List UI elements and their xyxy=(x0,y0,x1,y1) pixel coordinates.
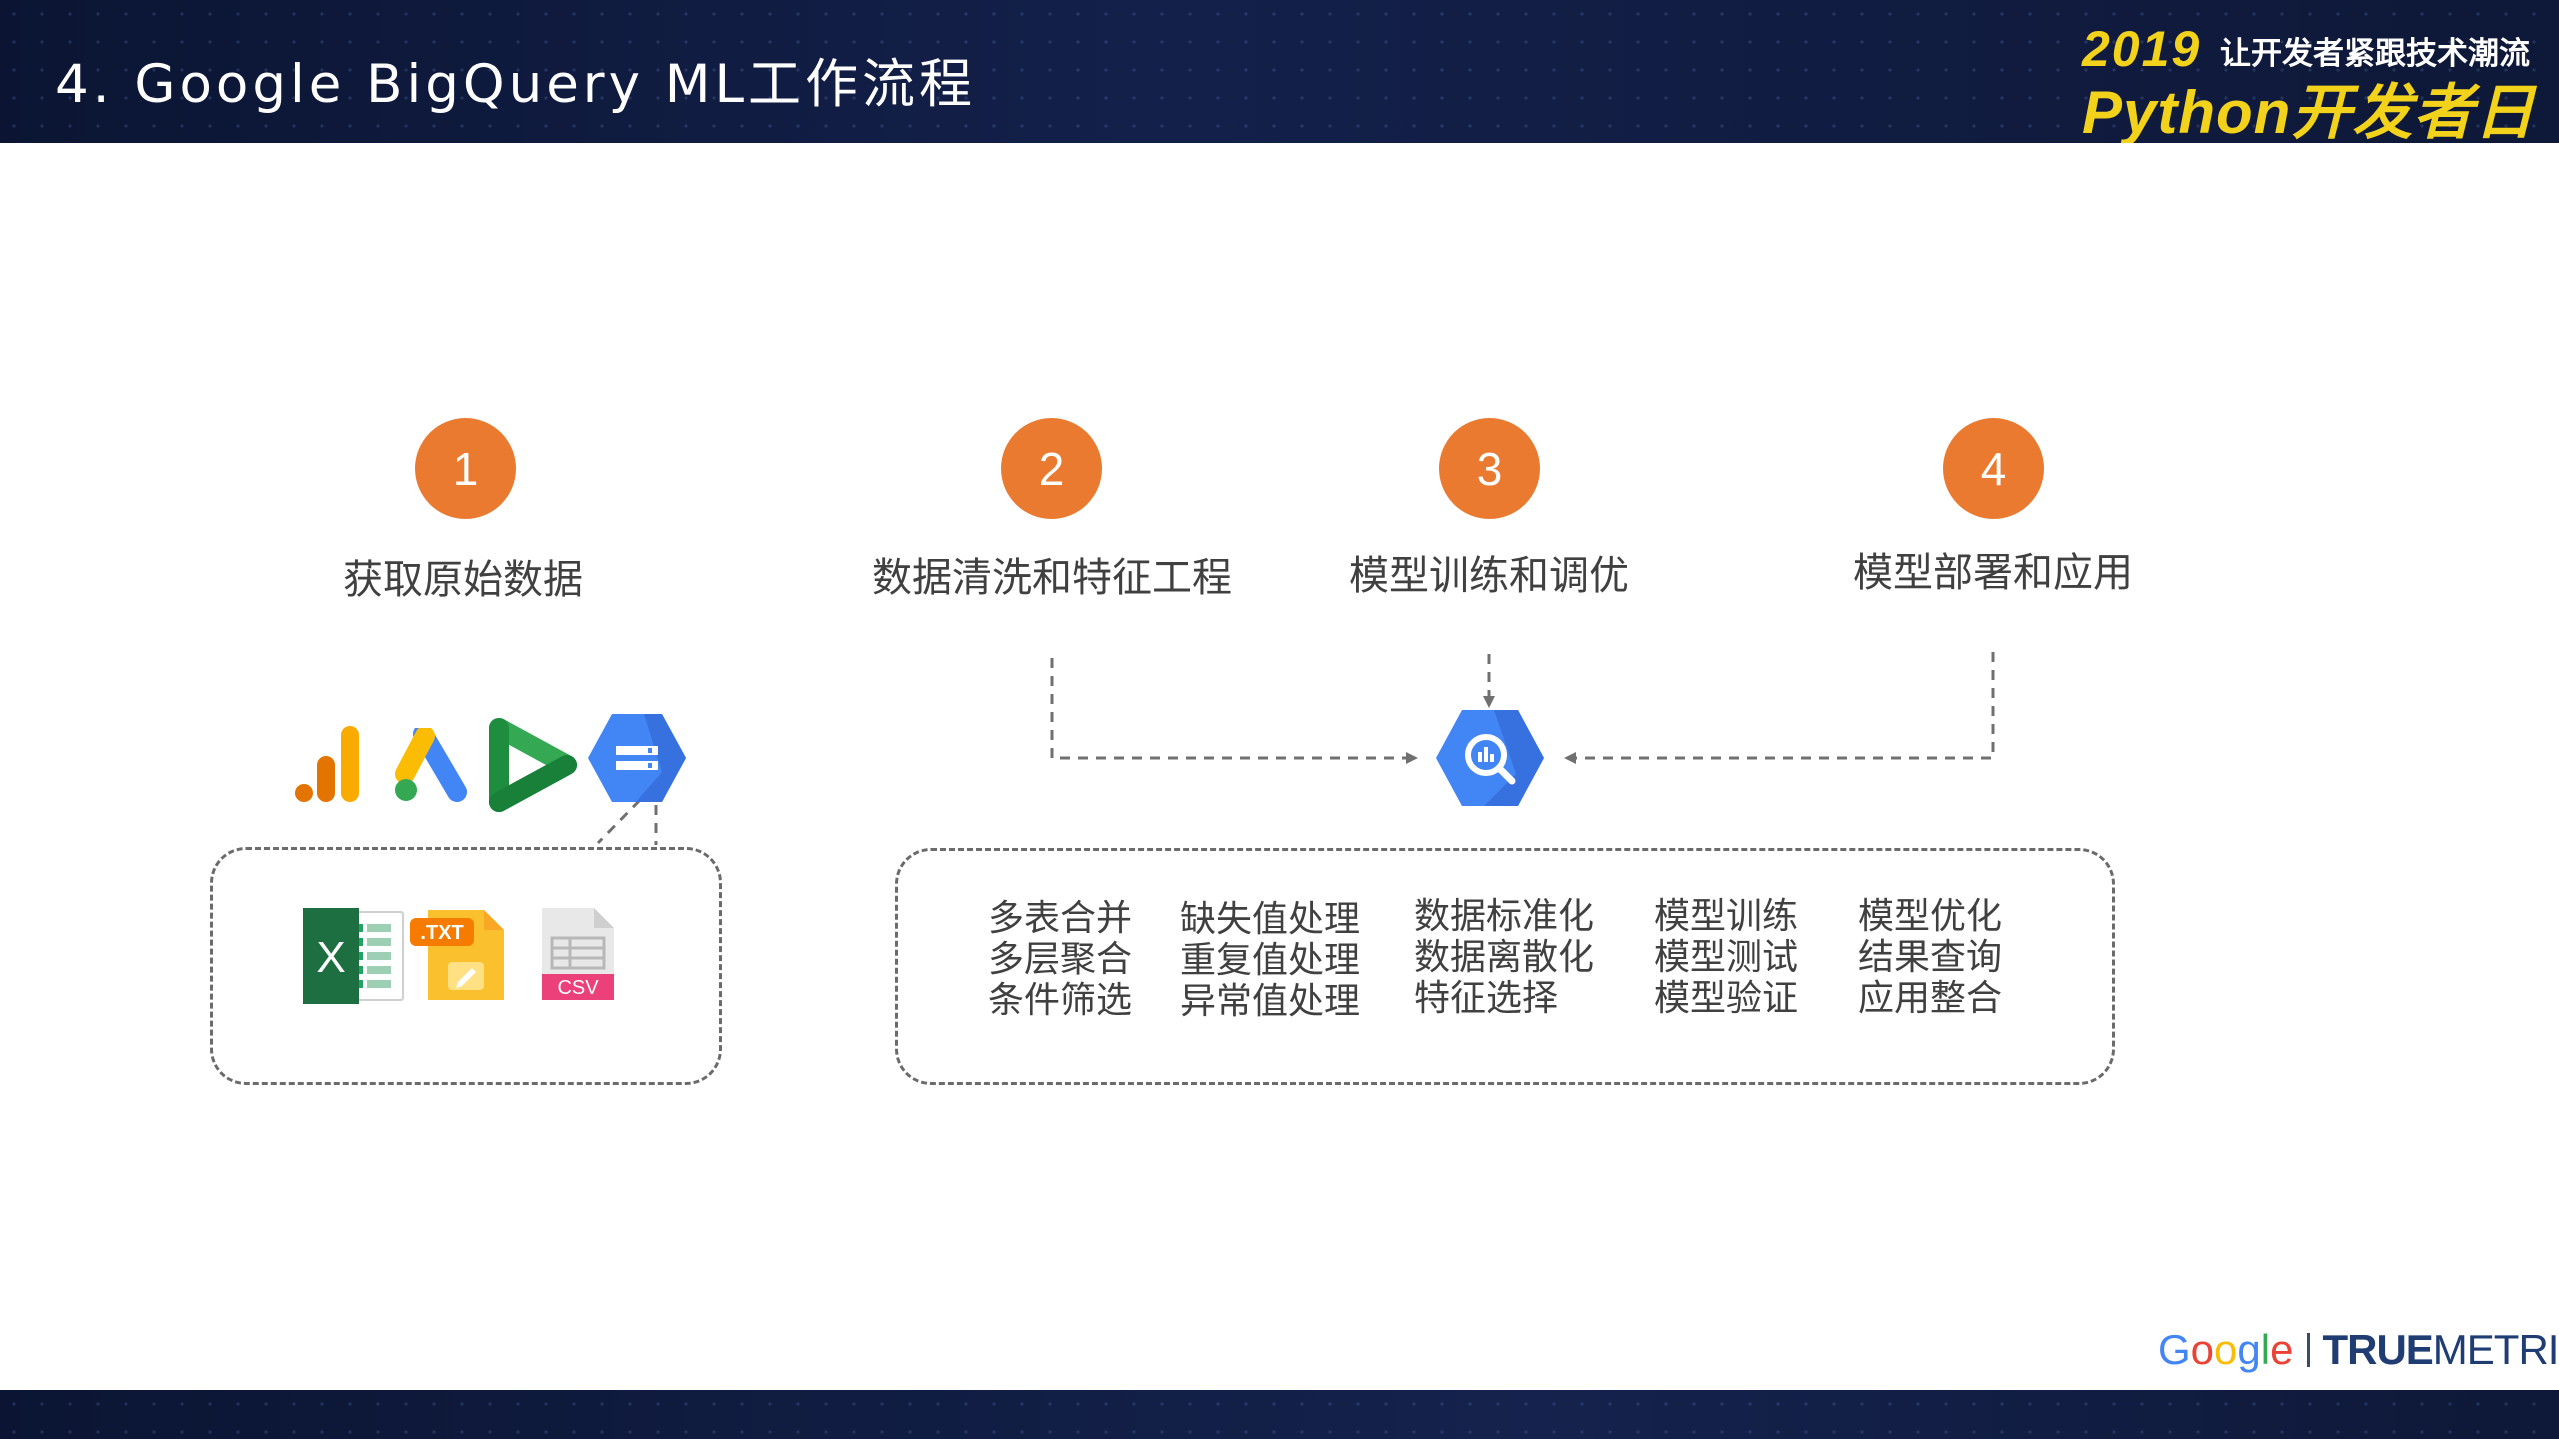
footer-dots-pattern xyxy=(0,1390,2559,1439)
google-logo: Google xyxy=(2158,1326,2294,1373)
step-2-label: 数据清洗和特征工程 xyxy=(872,555,1232,601)
step-3-circle: 3 xyxy=(1439,418,1540,519)
header-band: 4. Google BigQuery ML工作流程 2019 让开发者紧跟技术潮… xyxy=(0,0,2559,143)
task-item: 模型验证 xyxy=(1654,978,1799,1019)
event-year: 2019 xyxy=(2082,21,2202,77)
step-2-circle: 2 xyxy=(1001,418,1102,519)
task-item: 重复值处理 xyxy=(1180,940,1361,981)
google-ads-icon xyxy=(395,728,467,802)
txt-file-icon-label: .TXT xyxy=(420,922,463,944)
footer-band xyxy=(0,1390,2559,1439)
task-item: 特征选择 xyxy=(1414,978,1559,1019)
excel-icon: X xyxy=(303,908,404,1004)
connector-step-4 xyxy=(1564,652,1995,764)
analytics-icon xyxy=(295,726,359,802)
step-4-label: 模型部署和应用 xyxy=(1853,550,2133,596)
task-item: 数据标准化 xyxy=(1414,896,1595,937)
partner-branding: Google TRUEMETRICS xyxy=(2158,1325,2559,1375)
txt-file-icon: .TXT xyxy=(410,910,504,1000)
brand-separator xyxy=(2307,1333,2311,1367)
task-column-5: 模型优化 结果查询 应用整合 xyxy=(1858,896,2002,1019)
task-item: 条件筛选 xyxy=(988,980,1133,1021)
task-item: 数据离散化 xyxy=(1414,937,1595,978)
task-item: 结果查询 xyxy=(1858,937,2003,978)
header-dots-pattern xyxy=(0,0,2559,143)
event-slogan: 让开发者紧跟技术潮流 xyxy=(2220,36,2530,72)
connector-step-2 xyxy=(1050,658,1418,764)
csv-file-icon-label: CSV xyxy=(557,977,599,999)
source-files-group xyxy=(210,847,722,1085)
tasks-group xyxy=(895,848,2115,1085)
task-item: 多层聚合 xyxy=(988,939,1133,980)
connector-storage-to-files xyxy=(596,798,642,845)
task-item: 缺失值处理 xyxy=(1180,899,1361,940)
step-3-number: 3 xyxy=(1476,442,1503,495)
step-2-number: 2 xyxy=(1038,442,1065,495)
step-1-number: 1 xyxy=(452,442,479,495)
task-column-2: 缺失值处理 重复值处理 异常值处理 xyxy=(1180,899,1360,1022)
task-item: 模型测试 xyxy=(1654,937,1799,978)
task-column-1: 多表合并 多层聚合 条件筛选 xyxy=(988,898,1132,1021)
bigquery-icon xyxy=(1436,710,1544,806)
task-column-4: 模型训练 模型测试 模型验证 xyxy=(1654,896,1798,1019)
step-1-circle: 1 xyxy=(415,418,516,519)
truemetrics-logo-bold: TRUE xyxy=(2322,1326,2433,1373)
cloud-storage-icon xyxy=(588,714,686,802)
event-name: Python开发者日 xyxy=(2082,79,2536,143)
truemetrics-logo-light: METRICS xyxy=(2432,1326,2559,1373)
task-item: 模型优化 xyxy=(1858,896,2003,937)
step-4-number: 4 xyxy=(1980,442,2007,495)
task-column-3: 数据标准化 数据离散化 特征选择 xyxy=(1414,896,1594,1019)
task-item: 模型训练 xyxy=(1654,896,1799,937)
step-3-label: 模型训练和调优 xyxy=(1349,553,1629,599)
step-4-circle: 4 xyxy=(1943,418,2044,519)
display-video-icon xyxy=(489,718,577,812)
task-item: 多表合并 xyxy=(988,898,1133,939)
slide-title: 4. Google BigQuery ML工作流程 xyxy=(55,54,977,115)
excel-icon-letter: X xyxy=(316,933,345,982)
csv-file-icon: CSV xyxy=(542,908,614,1000)
task-item: 异常值处理 xyxy=(1180,981,1361,1022)
task-item: 应用整合 xyxy=(1858,978,2003,1019)
step-1-label: 获取原始数据 xyxy=(343,557,583,603)
